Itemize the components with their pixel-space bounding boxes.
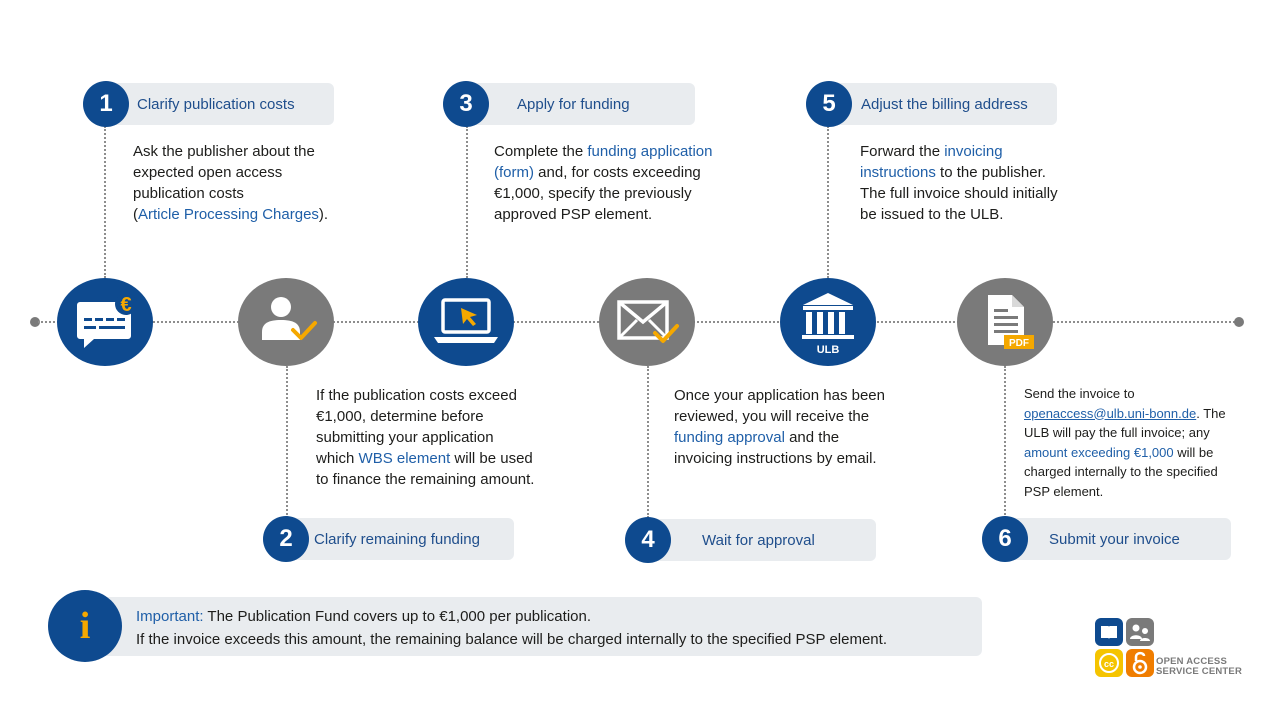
invoicing-instructions-link-cont[interactable]: instructions — [860, 164, 936, 181]
open-lock-icon — [1126, 649, 1154, 677]
funding-form-link[interactable]: (form) — [494, 164, 534, 181]
step-3-description: Complete the funding application (form) … — [494, 143, 713, 223]
important-info-box: Important: The Publication Fund covers u… — [80, 597, 982, 656]
info-line-1: The Publication Fund covers up to €1,000… — [203, 608, 592, 625]
connector-step-1 — [104, 126, 106, 278]
pdf-document-icon: PDF — [957, 278, 1053, 366]
article-processing-charges-link[interactable]: Article Processing Charges — [138, 206, 319, 223]
step-6-number: 6 — [982, 516, 1028, 562]
connector-step-2 — [286, 366, 288, 518]
step-1-number: 1 — [83, 81, 129, 127]
connector-step-5 — [827, 126, 829, 278]
step-3-header: Apply for funding — [466, 83, 695, 125]
step-1-description: Ask the publisher about the expected ope… — [133, 143, 329, 223]
user-check-icon — [238, 278, 334, 366]
step-3-number: 3 — [443, 81, 489, 127]
step-2-description: If the publication costs exceed €1,000, … — [316, 387, 535, 488]
people-icon — [1126, 618, 1154, 646]
laptop-cursor-icon — [418, 278, 514, 366]
step-1-header: Clarify publication costs — [104, 83, 334, 125]
timeline-start-dot — [30, 317, 40, 327]
step-6-title: Submit your invoice — [1049, 530, 1180, 548]
info-icon: i — [48, 590, 122, 662]
step-4-number: 4 — [625, 517, 671, 563]
envelope-check-icon — [599, 278, 695, 366]
step-2-number: 2 — [263, 516, 309, 562]
step-4-header: Wait for approval — [647, 519, 876, 561]
step-4-description: Once your application has been reviewed,… — [674, 387, 885, 467]
amount-exceeding-link[interactable]: amount exceeding €1,000 — [1024, 444, 1174, 460]
step-4-title: Wait for approval — [702, 531, 815, 549]
step-3-title: Apply for funding — [517, 95, 630, 113]
wbs-element-link[interactable]: WBS element — [358, 450, 451, 467]
step-5-title: Adjust the billing address — [861, 95, 1028, 113]
step-5-header: Adjust the billing address — [827, 83, 1057, 125]
timeline-end-dot — [1234, 317, 1244, 327]
step-1-title: Clarify publication costs — [137, 95, 295, 113]
step-6-description: Send the invoice to openaccess@ulb.uni-b… — [1024, 386, 1226, 499]
important-label: Important: — [136, 608, 204, 625]
step-5-number: 5 — [806, 81, 852, 127]
oasc-logo: cc — [1094, 617, 1158, 679]
step-2-title: Clarify remaining funding — [314, 530, 480, 548]
pdf-label: PDF — [1009, 338, 1029, 349]
openaccess-email-link[interactable]: openaccess@ulb.uni-bonn.de — [1024, 405, 1197, 421]
step-2-header: Clarify remaining funding — [286, 518, 514, 560]
oasc-logo-text: OPEN ACCESS SERVICE CENTER — [1156, 656, 1243, 677]
bank-building-icon: ULB — [780, 278, 876, 366]
step-6-header: Submit your invoice — [1004, 518, 1231, 560]
euro-symbol: € — [120, 294, 131, 316]
connector-step-4 — [647, 366, 649, 518]
info-line-2: If the invoice exceeds this amount, the … — [136, 631, 887, 648]
ulb-label: ULB — [817, 344, 840, 356]
funding-application-link[interactable]: funding application — [587, 143, 713, 160]
invoicing-instructions-link[interactable]: invoicing — [944, 143, 1003, 160]
payment-card-euro-icon: € — [57, 278, 153, 366]
funding-approval-link[interactable]: funding approval — [674, 429, 785, 446]
step-5-description: Forward the invoicing instructions to th… — [860, 143, 1058, 223]
connector-step-6 — [1004, 366, 1006, 518]
svg-text:cc: cc — [1104, 659, 1114, 669]
connector-step-3 — [466, 126, 468, 278]
